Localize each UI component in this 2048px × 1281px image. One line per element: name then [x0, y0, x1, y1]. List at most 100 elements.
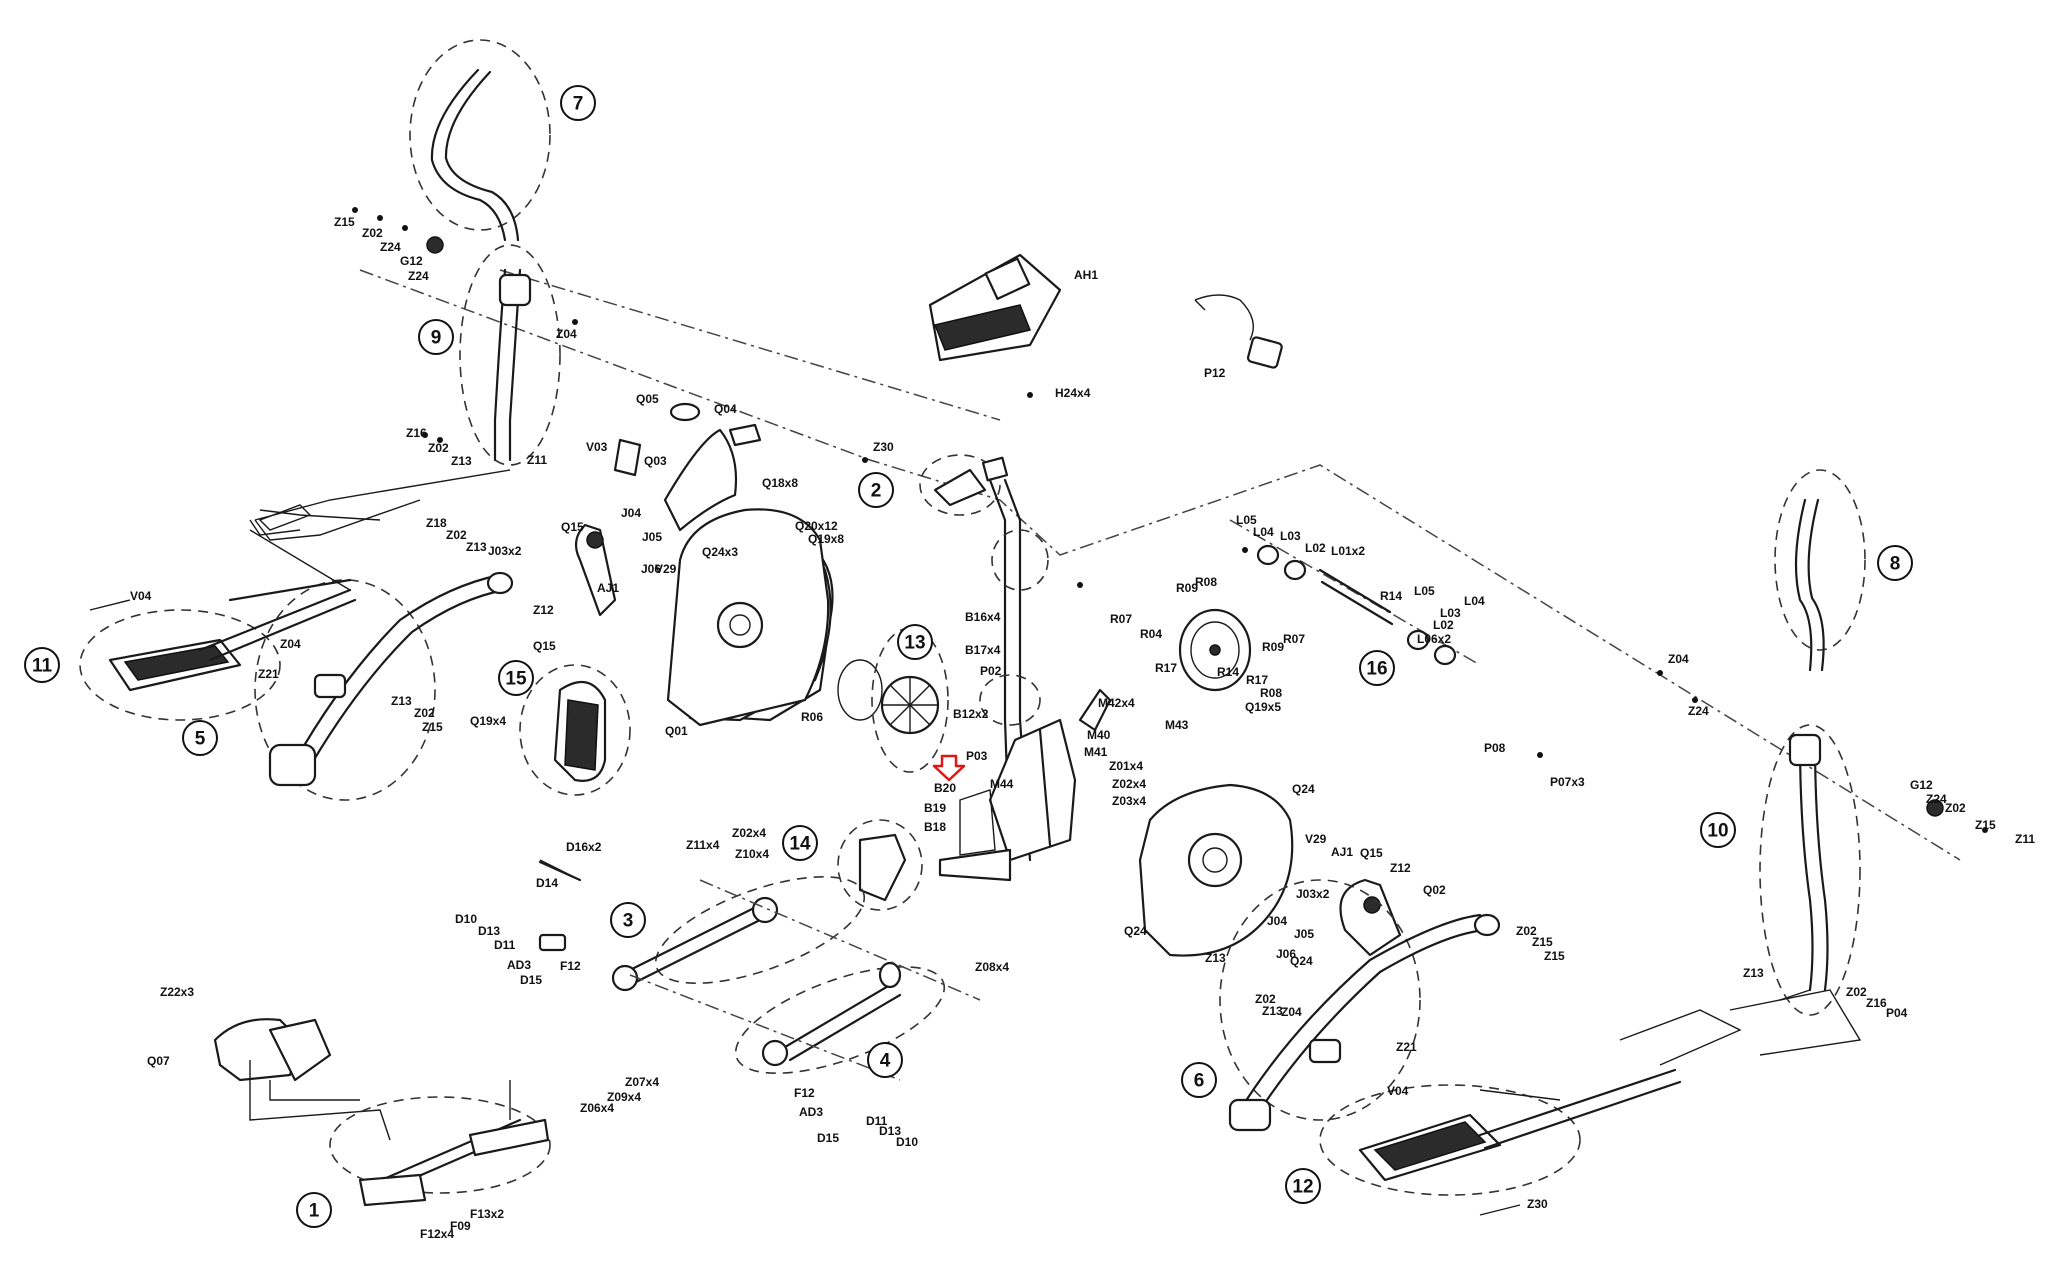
part-label: D11 — [866, 1114, 888, 1128]
group-12-outline — [1319, 1084, 1581, 1196]
part-label: Q19x4 — [470, 714, 506, 728]
part-label: Q15 — [561, 520, 584, 534]
part-label: Z02 — [1846, 985, 1867, 999]
part-label: Z21 — [1396, 1040, 1417, 1054]
part-label: Z15 — [422, 720, 443, 734]
svg-text:15: 15 — [505, 669, 527, 690]
part-label: Q24 — [1290, 954, 1313, 968]
svg-text:16: 16 — [1366, 659, 1387, 680]
part-label: V29 — [1305, 832, 1327, 846]
part-label: D16x2 — [566, 840, 602, 854]
part-label: M41 — [1084, 745, 1108, 759]
callout-16: 16 — [1359, 650, 1395, 686]
part-label: B16x4 — [965, 610, 1001, 624]
part-label: Q24 — [1292, 782, 1315, 796]
part-label: Q07 — [147, 1054, 170, 1068]
part-label: L04 — [1464, 594, 1485, 608]
part-label: J03x2 — [488, 544, 522, 558]
part-label: B12x2 — [953, 707, 989, 721]
group-14-outline — [837, 819, 923, 911]
group-10-outline — [1759, 724, 1861, 1016]
bushing-g12-left — [426, 236, 444, 254]
part-label: Z13 — [466, 540, 487, 554]
part-label: R14 — [1380, 589, 1402, 603]
part-label: G12 — [1910, 778, 1933, 792]
part-label: Q01 — [665, 724, 688, 738]
part-label: J04 — [621, 506, 641, 520]
part-label: D13 — [478, 924, 500, 938]
part-label: Q24x3 — [702, 545, 738, 559]
part-label: D10 — [896, 1135, 918, 1149]
part-label: V04 — [130, 589, 152, 603]
part-label: R08 — [1195, 575, 1217, 589]
part-label: Z11 — [2015, 832, 2035, 846]
part-label: J06 — [641, 562, 661, 576]
part-label: R17 — [1155, 661, 1177, 675]
part-label: Z24 — [1926, 792, 1947, 806]
part-label: R04 — [1140, 627, 1162, 641]
callout-15: 15 — [498, 660, 534, 696]
part-label: AD3 — [507, 958, 531, 972]
part-label: L02 — [1433, 618, 1454, 632]
part-label: D14 — [536, 876, 558, 890]
part-label: V03 — [586, 440, 608, 454]
svg-text:6: 6 — [1194, 1071, 1205, 1092]
group-11-outline — [79, 609, 281, 721]
cover-q04 — [728, 423, 762, 447]
part-label: J06 — [1276, 947, 1296, 961]
part-label: F12 — [794, 1086, 815, 1100]
part-label: R09 — [1262, 640, 1284, 654]
part-label: R17 — [1246, 673, 1268, 687]
callout-4: 4 — [867, 1042, 903, 1078]
part-label: Z22x3 — [160, 985, 194, 999]
part-label: Z24 — [1688, 704, 1709, 718]
bracket-14 — [858, 833, 907, 902]
part-label: Z02x4 — [1112, 777, 1146, 791]
part-label: Z24 — [408, 269, 429, 283]
upper-handlebar-right — [1794, 498, 1813, 672]
part-label: R07 — [1283, 632, 1305, 646]
stabilizer-bar-4 — [778, 983, 892, 1052]
part-label: M43 — [1165, 718, 1189, 732]
part-label: Q20x12 — [795, 519, 838, 533]
part-label: B18 — [924, 820, 946, 834]
part-label: J05 — [1294, 927, 1314, 941]
stabilizer-bar-3 — [618, 903, 762, 977]
part-label: P02 — [980, 664, 1002, 678]
part-label: Z02 — [362, 226, 383, 240]
part-label: Z02 — [1945, 801, 1966, 815]
part-label: Z02 — [446, 528, 467, 542]
part-label: Z02 — [428, 441, 449, 455]
pedal-arm-left — [288, 573, 502, 772]
group-7-outline — [409, 39, 551, 231]
part-label: F12 — [560, 959, 581, 973]
part-label: Z11x4 — [686, 838, 720, 852]
upper-axis-line — [499, 269, 1001, 421]
belt-r05 — [837, 659, 883, 721]
part-label: M44 — [990, 777, 1014, 791]
callout-3: 3 — [610, 902, 646, 938]
part-label: Z13 — [1205, 951, 1226, 965]
part-label: Z13 — [1743, 966, 1764, 980]
svg-text:12: 12 — [1292, 1177, 1313, 1198]
part-label: P04 — [1886, 1006, 1908, 1020]
callout-8: 8 — [1877, 545, 1913, 581]
part-label: Z15 — [1975, 818, 1996, 832]
part-label: Q05 — [636, 392, 659, 406]
part-label: Z06x4 — [580, 1101, 614, 1115]
part-label: M40 — [1087, 728, 1111, 742]
svg-text:7: 7 — [573, 94, 584, 115]
group-6-outline — [1219, 879, 1421, 1121]
group-3-outline — [654, 876, 866, 984]
callout-1: 1 — [296, 1192, 332, 1228]
part-label: J03x2 — [1296, 887, 1330, 901]
callout-5: 5 — [182, 720, 218, 756]
part-label: P07x3 — [1550, 775, 1585, 789]
callout-9: 9 — [418, 319, 454, 355]
part-label: B20 — [934, 781, 956, 795]
svg-text:5: 5 — [195, 729, 206, 750]
part-label: D15 — [520, 973, 542, 987]
part-label: Z24 — [380, 240, 401, 254]
